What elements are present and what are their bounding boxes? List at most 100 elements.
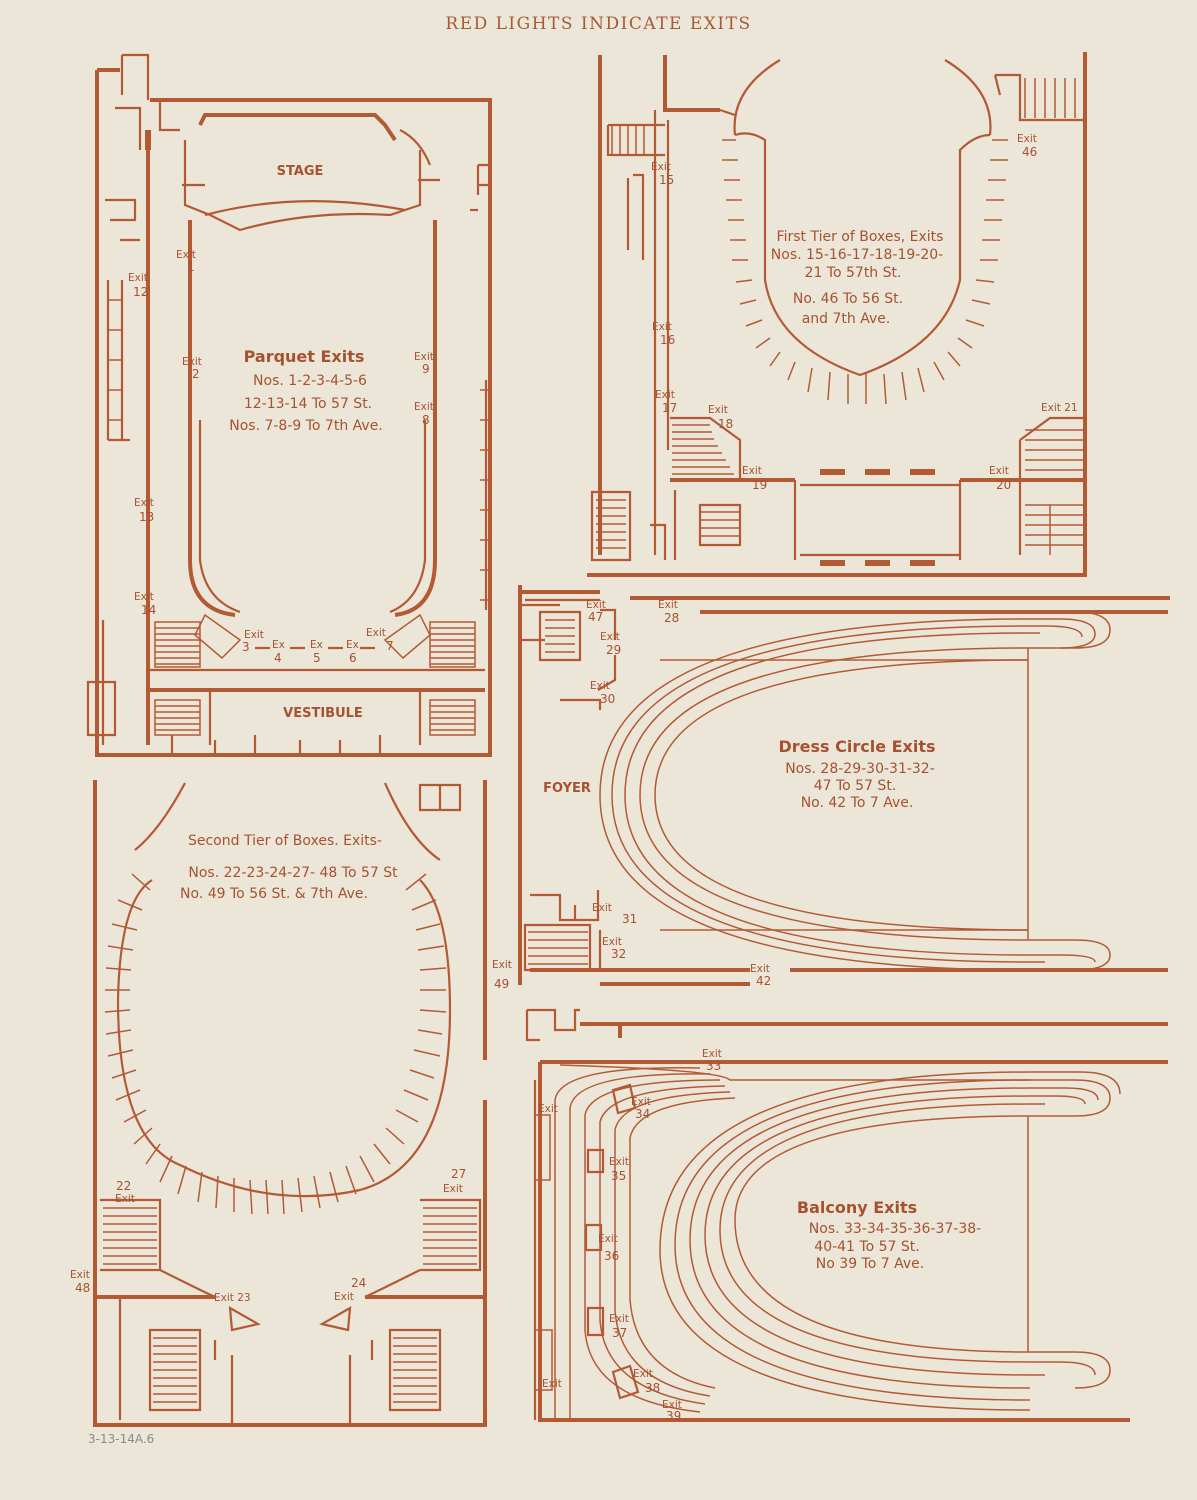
exit-19-label: Exit	[742, 465, 762, 477]
exit-6-label: Ex	[346, 639, 359, 651]
exit-48-label: Exit	[70, 1269, 90, 1281]
exit-14-label: Exit	[134, 591, 154, 603]
exit-23-label: Exit 23	[214, 1292, 251, 1304]
exit-3-label: Exit	[244, 629, 264, 641]
foyer-label: FOYER	[543, 781, 591, 796]
exit-17-label: Exit	[655, 389, 675, 401]
balcony-plan	[525, 1008, 1168, 1422]
exit-7-number: 7	[386, 639, 394, 653]
exit-36-number: 36	[604, 1249, 619, 1263]
exit-28-number: 28	[664, 611, 679, 625]
catalog-mark: 3-13-14A.6	[88, 1432, 155, 1446]
exit-47-label: Exit	[586, 599, 606, 611]
exit-2-label: Exit	[182, 356, 202, 368]
exit-49-number: 49	[494, 977, 509, 991]
exit-15-label: Exit	[651, 161, 671, 173]
exit-48-number: 48	[75, 1281, 90, 1295]
first-tier-line-2: Nos. 15-16-17-18-19-20-	[771, 247, 943, 263]
exit-36-label: Exit	[598, 1233, 618, 1245]
exit-4-label: Ex	[272, 639, 285, 651]
exit-49-label: Exit	[492, 959, 512, 971]
exit-38-label: Exit	[633, 1368, 653, 1380]
dress-circle-title: Dress Circle Exits	[778, 737, 935, 756]
exit-19-number: 19	[752, 478, 767, 492]
exit-29-label: Exit	[600, 631, 620, 643]
exit-24-number: 24	[351, 1276, 366, 1290]
parquet-line-1: Nos. 1-2-3-4-5-6	[253, 373, 367, 389]
exit-30-number: 30	[600, 692, 615, 706]
exit-46-label: Exit	[1017, 133, 1037, 145]
vestibule-label: VESTIBULE	[283, 706, 363, 721]
second-tier-labels: Second Tier of Boxes. Exits- Nos. 22-23-…	[70, 833, 512, 1304]
exit-4-number: 4	[274, 651, 282, 665]
exit-34-label: Exit	[631, 1096, 651, 1108]
exit-12-label: Exit	[128, 272, 148, 284]
exit-8-label: Exit	[414, 401, 434, 413]
exit-8-number: 8	[422, 413, 430, 427]
exit-20-label: Exit	[989, 465, 1009, 477]
exit-12-number: 12	[133, 285, 148, 299]
exit-13-label: Exit	[134, 497, 154, 509]
second-tier-line-1: Second Tier of Boxes. Exits-	[188, 833, 382, 849]
parquet-labels: STAGE VESTIBULE Parquet Exits Nos. 1-2-3…	[128, 164, 434, 721]
exit-15-number: 15	[659, 173, 674, 187]
exit-27-number: 27	[451, 1167, 466, 1181]
second-tier-plan	[93, 780, 487, 1427]
dress-circle-plan	[518, 585, 1170, 986]
exit-16-label: Exit	[652, 321, 672, 333]
exit-34-number: 34	[635, 1107, 650, 1121]
exit-20-number: 20	[996, 478, 1011, 492]
second-tier-line-3: No. 49 To 56 St. & 7th Ave.	[180, 886, 368, 902]
exit-29-number: 29	[606, 643, 621, 657]
dress-circle-line-1: Nos. 28-29-30-31-32-	[785, 761, 935, 777]
exit-38-number: 38	[645, 1381, 660, 1395]
exit-37-number: 37	[612, 1326, 627, 1340]
balcony-title: Balcony Exits	[797, 1198, 917, 1217]
parquet-plan	[86, 53, 492, 757]
exit-32-label: Exit	[602, 936, 622, 948]
exit-9-label: Exit	[414, 351, 434, 363]
first-tier-box-ticks	[722, 139, 1008, 405]
exit-27-label: Exit	[443, 1183, 463, 1195]
parquet-line-2: 12-13-14 To 57 St.	[244, 396, 372, 412]
balcony-labels: Balcony Exits Nos. 33-34-35-36-37-38- 40…	[538, 1048, 981, 1423]
exit-31-label: Exit	[592, 902, 612, 914]
second-tier-box-ticks	[104, 873, 447, 1215]
stage-label: STAGE	[277, 164, 324, 179]
exit-31-number: 31	[622, 912, 637, 926]
parquet-line-3: Nos. 7-8-9 To 7th Ave.	[229, 418, 383, 434]
exit-3-number: 3	[242, 640, 250, 654]
exit-1-number: 1	[187, 260, 195, 274]
exit-33-label: Exit	[702, 1048, 722, 1060]
exit-2-number: 2	[192, 367, 200, 381]
balcony-line-1: Nos. 33-34-35-36-37-38-	[809, 1221, 981, 1237]
parquet-title: Parquet Exits	[244, 347, 365, 366]
exit-18-label: Exit	[708, 404, 728, 416]
exit-24-label: Exit	[334, 1291, 354, 1303]
exit-1-label: Exit	[176, 249, 196, 261]
balcony-line-2: 40-41 To 57 St.	[814, 1239, 919, 1255]
dress-circle-labels: FOYER Dress Circle Exits Nos. 28-29-30-3…	[543, 599, 935, 988]
page-title: RED LIGHTS INDICATE EXITS	[445, 14, 752, 34]
exit-42-label: Exit	[750, 963, 770, 975]
dress-circle-line-2: 47 To 57 St.	[814, 778, 897, 794]
exit-46-number: 46	[1022, 145, 1037, 159]
exit-17-number: 17	[662, 401, 677, 415]
exit-33-number: 33	[706, 1059, 721, 1073]
exit-30-label: Exit	[590, 680, 610, 692]
exit-left-label: Exit	[538, 1103, 558, 1115]
exit-47-number: 47	[588, 610, 603, 624]
exit-13-number: 13	[139, 510, 154, 524]
dress-circle-line-3: No. 42 To 7 Ave.	[801, 795, 914, 811]
exit-28-label: Exit	[658, 599, 678, 611]
exit-22-number: 22	[116, 1179, 131, 1193]
exit-5-number: 5	[313, 651, 321, 665]
exit-18-number: 18	[718, 417, 733, 431]
exit-42-number: 42	[756, 974, 771, 988]
exit-left-bottom-label: Exit	[542, 1378, 562, 1390]
first-tier-line-5: and 7th Ave.	[802, 311, 891, 327]
exit-6-number: 6	[349, 651, 357, 665]
exit-35-label: Exit	[609, 1156, 629, 1168]
balcony-line-3: No 39 To 7 Ave.	[816, 1256, 924, 1272]
